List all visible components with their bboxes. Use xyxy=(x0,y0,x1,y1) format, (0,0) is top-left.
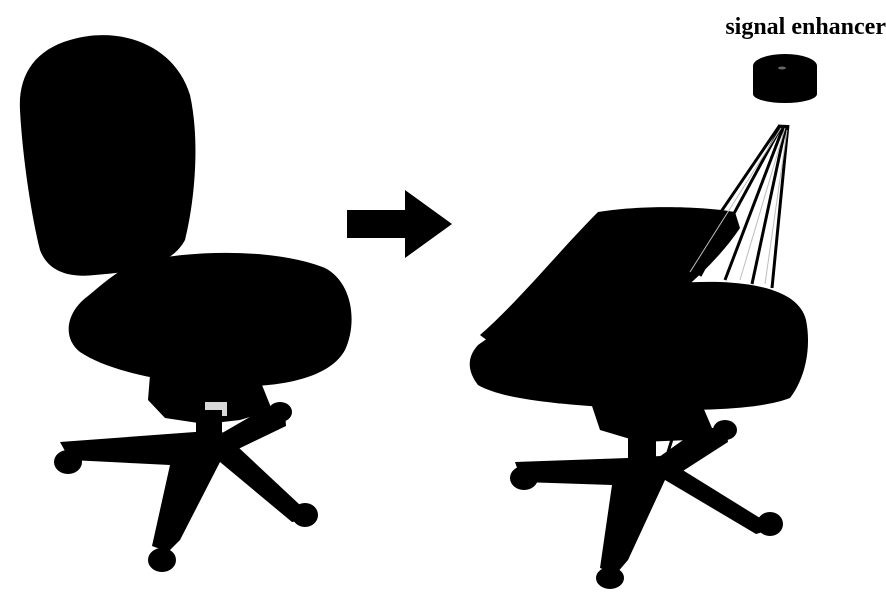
modified-chair-caster xyxy=(510,466,538,490)
chair-caster xyxy=(54,450,82,474)
chair-caster xyxy=(292,503,318,527)
chair-caster xyxy=(148,548,176,572)
signal-enhancer-icon xyxy=(753,54,817,103)
arrow-icon xyxy=(347,190,452,258)
chair-backrest xyxy=(20,35,196,276)
signal-enhancer-label: signal enhancer xyxy=(662,14,886,41)
chair-base xyxy=(60,432,306,552)
chair-icon xyxy=(20,35,352,572)
modified-chair-base xyxy=(515,456,770,574)
modified-chair-caster xyxy=(713,420,737,440)
chair-caster xyxy=(268,402,292,422)
modified-chair-caster xyxy=(590,391,610,409)
modified-chair-caster xyxy=(596,567,624,589)
modified-chair-caster xyxy=(757,512,783,536)
